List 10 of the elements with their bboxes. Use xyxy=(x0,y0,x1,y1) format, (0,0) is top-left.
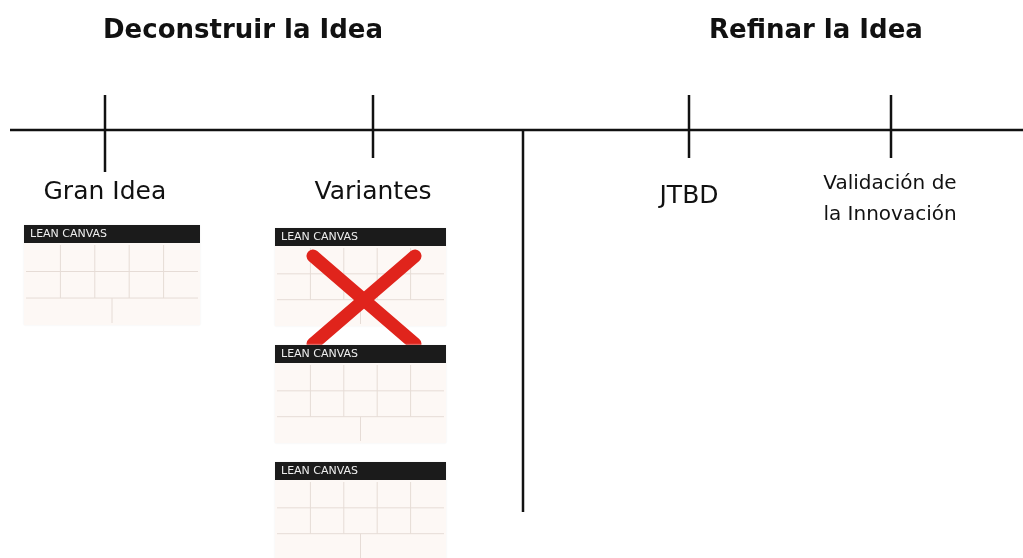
stage-label: Gran Idea xyxy=(43,176,167,205)
stage-label: Validación de la Innovación xyxy=(822,169,958,227)
section-heading: Refinar la Idea xyxy=(709,14,923,44)
stage-label: JTBD xyxy=(659,180,719,209)
canvas-title: LEAN CANVAS xyxy=(24,225,200,243)
stage-label: Variantes xyxy=(314,176,432,205)
canvas-title: LEAN CANVAS xyxy=(275,345,446,363)
canvas-title: LEAN CANVAS xyxy=(275,462,446,480)
canvas-title: LEAN CANVAS xyxy=(275,228,446,246)
section-heading: Deconstruir la Idea xyxy=(103,14,383,44)
